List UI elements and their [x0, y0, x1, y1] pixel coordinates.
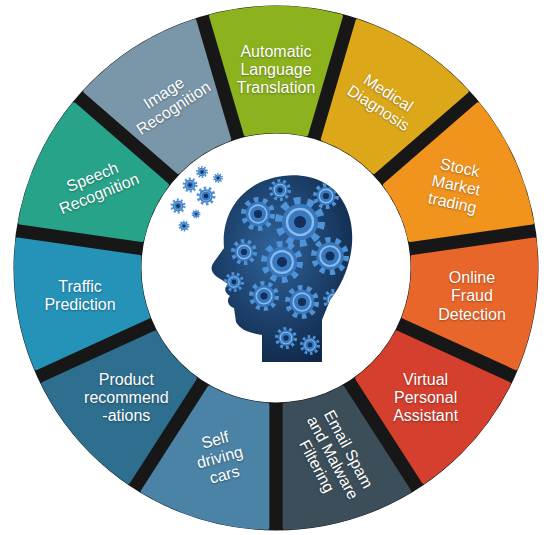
- gear: [279, 201, 322, 244]
- ring-segment: Image Recognition: [75, 14, 240, 182]
- segment-label: Online Fraud Detection: [434, 269, 510, 324]
- segment-label-group: Product recommend -ations: [80, 370, 172, 425]
- segment-band: [383, 102, 534, 242]
- head-silhouette: [212, 175, 353, 362]
- segment-band: [83, 19, 231, 174]
- gear: [288, 288, 317, 317]
- gear: [233, 241, 255, 263]
- segment-label: Automatic Language Translation: [230, 43, 322, 98]
- gear: [325, 291, 344, 310]
- gear: [172, 200, 185, 213]
- gear: [226, 274, 243, 291]
- gear: [179, 221, 188, 230]
- segment-label-group: Traffic Prediction: [39, 278, 121, 314]
- gear: [251, 283, 277, 309]
- gear: [244, 200, 273, 229]
- gear: [197, 167, 207, 177]
- flying-gears: [172, 167, 223, 231]
- gear: [302, 337, 319, 354]
- gear: [214, 174, 223, 183]
- gear: [184, 179, 197, 192]
- segment-label-group: Automatic Language Translation: [230, 43, 322, 98]
- segment-band: [14, 238, 150, 371]
- head-gears: [226, 181, 347, 354]
- segment-label-group: Virtual Personal Assistant: [388, 370, 464, 425]
- segment-band: [283, 386, 412, 530]
- segment-label: Virtual Personal Assistant: [388, 370, 464, 425]
- gear: [264, 244, 300, 280]
- segment-band: [209, 6, 343, 136]
- segment-label-group: Online Fraud Detection: [434, 269, 510, 324]
- gear: [192, 210, 200, 218]
- gear: [314, 240, 346, 272]
- ring-segment: Traffic Prediction: [12, 228, 156, 379]
- gear: [271, 181, 290, 200]
- segment-label: Traffic Prediction: [39, 278, 121, 314]
- gear: [277, 329, 296, 348]
- gear: [315, 185, 337, 207]
- gear: [198, 188, 214, 204]
- segment-label: Product recommend -ations: [80, 370, 172, 425]
